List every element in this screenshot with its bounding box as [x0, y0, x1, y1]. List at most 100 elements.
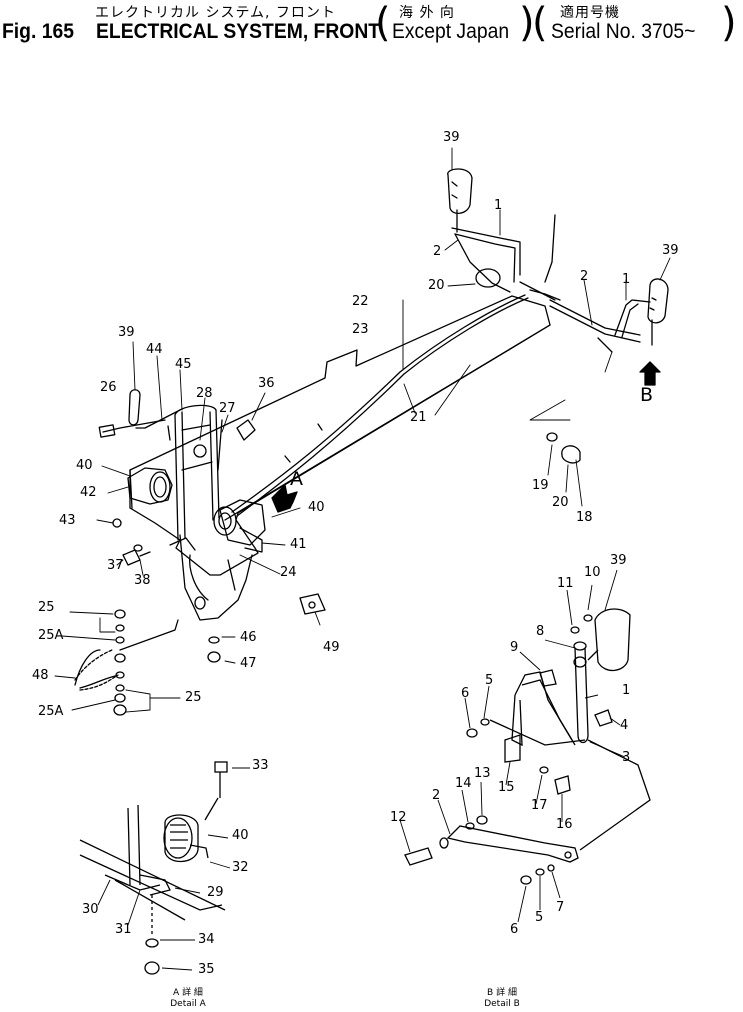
arrow-b	[639, 361, 661, 386]
callout-38: 38	[134, 573, 151, 588]
callout-29: 29	[207, 885, 224, 900]
left-lamp	[127, 467, 173, 505]
callout-48: 48	[32, 668, 49, 683]
front-frame	[129, 295, 551, 621]
figure-title: ELECTRICAL SYSTEM, FRONT	[96, 20, 381, 43]
leader-lines-main	[54, 147, 671, 713]
callout-25: 25	[185, 690, 202, 705]
callout-25: 25	[38, 600, 55, 615]
figure-header: エレクトリカル システム, フロント 海 外 向 適用号機 Fig. 165 E…	[0, 0, 743, 52]
callout-33: 33	[252, 758, 269, 773]
callout-18: 18	[576, 510, 593, 525]
detail-b-caption: B 詳 細 Detail B	[462, 988, 542, 1010]
callout-15: 15	[498, 780, 515, 795]
paren-open-1: (	[375, 0, 391, 46]
callout-2: 2	[432, 788, 441, 803]
callout-b: B	[640, 384, 654, 406]
serial-label: Serial No. 3705~	[551, 20, 696, 43]
callout-19: 19	[532, 478, 549, 493]
callout-13: 13	[474, 766, 491, 781]
callout-44: 44	[146, 342, 163, 357]
callout-40: 40	[308, 500, 325, 515]
callout-47: 47	[240, 656, 257, 671]
callout-6: 6	[510, 922, 519, 937]
callout-39: 39	[118, 325, 135, 340]
callout-9: 9	[510, 640, 519, 655]
callout-30: 30	[82, 902, 99, 917]
callout-16: 16	[556, 817, 573, 832]
right-lamp	[213, 499, 266, 553]
callout-17: 17	[531, 798, 548, 813]
callout-1: 1	[494, 198, 503, 213]
callout-39: 39	[610, 553, 627, 568]
detail-a-caption: A 詳 細 Detail A	[148, 988, 228, 1010]
mirrors	[128, 168, 669, 429]
callout-26: 26	[100, 380, 117, 395]
callout-1: 1	[622, 683, 631, 698]
callout-25a: 25A	[38, 704, 64, 719]
callout-46: 46	[240, 630, 257, 645]
callout-8: 8	[536, 624, 545, 639]
except-japan-label: Except Japan	[392, 20, 510, 43]
paren-close-2: )	[721, 0, 737, 46]
callout-41: 41	[290, 537, 307, 552]
serial-japanese: 適用号機	[560, 5, 620, 21]
callout-20: 20	[428, 278, 445, 293]
left-fittings	[98, 419, 326, 615]
right-handrail	[451, 214, 651, 353]
callout-2: 2	[433, 244, 442, 259]
callout-34: 34	[198, 932, 215, 947]
title-japanese: エレクトリカル システム, フロント	[95, 5, 336, 21]
callout-21: 21	[410, 410, 427, 425]
callout-31: 31	[115, 922, 132, 937]
detail-a-drawing	[79, 761, 250, 975]
callout-42: 42	[80, 485, 97, 500]
callout-49: 49	[323, 640, 340, 655]
callout-14: 14	[455, 776, 472, 791]
callout-37: 37	[107, 558, 124, 573]
callout-25a: 25A	[38, 628, 64, 643]
bolts-37-38	[122, 544, 151, 566]
callout-40: 40	[232, 828, 249, 843]
callout-4: 4	[620, 718, 629, 733]
callout-23: 23	[352, 322, 369, 337]
callout-11: 11	[557, 576, 574, 591]
callout-36: 36	[258, 376, 275, 391]
callout-5: 5	[535, 910, 544, 925]
callout-1: 1	[622, 272, 631, 287]
figure-number: Fig. 165	[2, 20, 74, 43]
callout-20: 20	[552, 495, 569, 510]
detail-b-drawing	[399, 569, 651, 923]
detail-b-caption-jp: B 詳 細	[487, 988, 517, 998]
arrow-a	[271, 484, 298, 513]
callout-35: 35	[198, 962, 215, 977]
callout-45: 45	[175, 357, 192, 372]
callout-39: 39	[443, 130, 460, 145]
callout-a: A	[290, 468, 303, 490]
callout-28: 28	[196, 386, 213, 401]
callout-5: 5	[485, 673, 494, 688]
callout-27: 27	[219, 401, 236, 416]
nut-stack	[74, 609, 179, 716]
except-japan-japanese: 海 外 向	[399, 5, 455, 21]
paren-open-2: (	[532, 0, 548, 46]
callout-43: 43	[59, 513, 76, 528]
detail-a-caption-jp: A 詳 細	[173, 988, 203, 998]
callout-2: 2	[580, 269, 589, 284]
harness	[231, 294, 529, 517]
callout-39: 39	[662, 243, 679, 258]
callout-32: 32	[232, 860, 249, 875]
callout-10: 10	[584, 565, 601, 580]
callout-3: 3	[622, 750, 631, 765]
callout-7: 7	[556, 900, 565, 915]
guard-frame	[167, 404, 220, 541]
detail-b-caption-en: Detail B	[484, 999, 520, 1009]
callout-22: 22	[352, 294, 369, 309]
detail-a-caption-en: Detail A	[170, 999, 206, 1009]
paren-close-1: )	[519, 0, 535, 46]
callout-12: 12	[390, 810, 407, 825]
callout-24: 24	[280, 565, 297, 580]
callout-6: 6	[461, 686, 470, 701]
callout-40: 40	[76, 458, 93, 473]
